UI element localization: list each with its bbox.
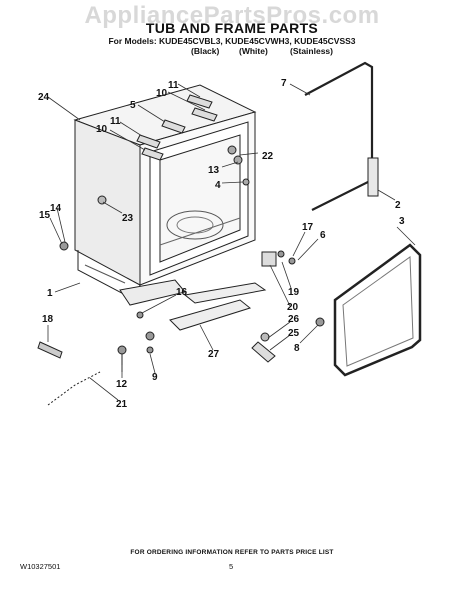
callout-7: 7 — [281, 78, 287, 89]
ordering-info: FOR ORDERING INFORMATION REFER TO PARTS … — [130, 549, 334, 556]
callout-8: 8 — [294, 343, 300, 354]
callout-10b: 10 — [96, 124, 108, 135]
finish-black: (Black) — [191, 46, 220, 56]
callout-18: 18 — [42, 314, 54, 325]
callout-27: 27 — [208, 349, 220, 360]
tub-assembly — [73, 84, 257, 306]
callout-17: 17 — [302, 222, 314, 233]
callout-13: 13 — [208, 165, 220, 176]
callout-12: 12 — [116, 379, 128, 390]
callout-20: 20 — [287, 302, 299, 313]
callout-24: 24 — [38, 92, 50, 103]
finish-stainless: (Stainless) — [290, 46, 333, 56]
page-title: TUB AND FRAME PARTS — [145, 20, 319, 36]
callout-10a: 10 — [156, 88, 168, 99]
callout-19: 19 — [288, 287, 300, 298]
callout-9: 9 — [152, 372, 158, 383]
model-list: For Models: KUDE45CVBL3, KUDE45CVWH3, KU… — [108, 36, 356, 46]
finish-white: (White) — [239, 46, 268, 56]
page-number: 5 — [229, 562, 234, 571]
callout-26: 26 — [288, 314, 300, 325]
strike-strip — [367, 157, 379, 197]
callout-15: 15 — [39, 210, 51, 221]
callout-1: 1 — [47, 288, 53, 299]
callout-22: 22 — [262, 151, 274, 162]
callout-14: 14 — [50, 203, 62, 214]
document-number: W10327501 — [20, 562, 61, 571]
callout-4: 4 — [215, 180, 221, 191]
base-plate — [183, 282, 267, 304]
callout-5: 5 — [130, 100, 136, 111]
callout-2: 2 — [395, 200, 401, 211]
callout-11b: 11 — [110, 116, 121, 127]
watermark-text: AppliancePartsPros.com — [84, 2, 380, 29]
callout-21: 21 — [116, 399, 128, 410]
callout-23: 23 — [122, 213, 134, 224]
bottom-cover — [169, 299, 252, 331]
door-gasket — [304, 61, 374, 211]
callout-16: 16 — [176, 287, 188, 298]
callout-25: 25 — [288, 328, 300, 339]
callout-11a: 11 — [168, 80, 179, 91]
callout-6: 6 — [320, 230, 326, 241]
top-brackets — [136, 94, 218, 161]
callout-3: 3 — [399, 216, 405, 227]
tub-seal — [333, 243, 422, 377]
